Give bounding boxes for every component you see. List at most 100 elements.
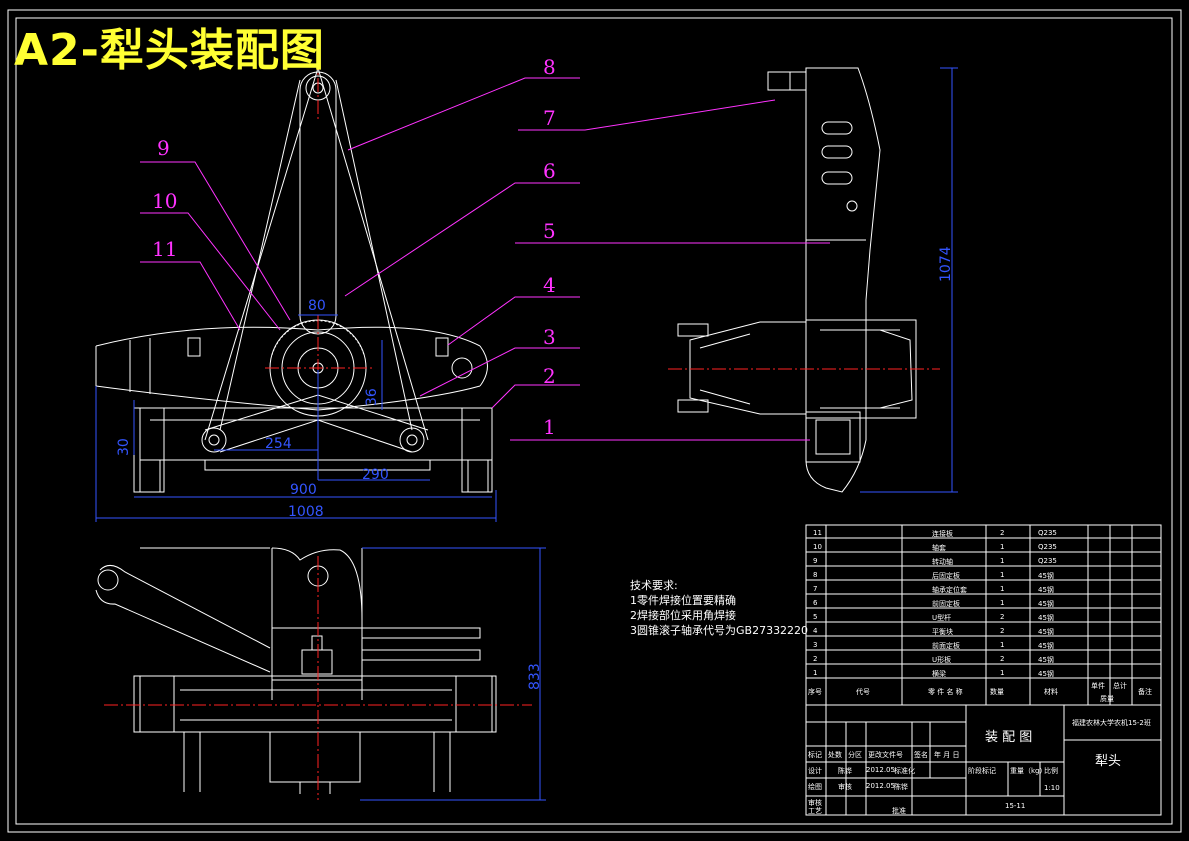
dimension-290: 290: [362, 467, 389, 483]
title-block-count: 处数: [828, 751, 842, 759]
title-block-change-doc: 更改文件号: [868, 751, 903, 759]
side-view: [677, 67, 917, 493]
callout-2: 2: [543, 364, 556, 388]
callout-4: 4: [543, 273, 556, 297]
dimension-254: 254: [265, 436, 292, 452]
title-block-process: 工艺: [808, 807, 822, 815]
technical-notes: 技术要求: 1零件焊接位置要精确 2焊接部位采用角焊接 3圆锥滚子轴承代号为GB…: [630, 578, 808, 638]
header-weight-single: 单件: [1091, 682, 1105, 690]
row-qty: 1: [1000, 641, 1005, 649]
title-block-sign: 签名: [914, 751, 928, 759]
top-center-lines: [104, 556, 532, 800]
row-qty: 2: [1000, 655, 1005, 663]
callout-10: 10: [152, 189, 178, 213]
callout-5: 5: [543, 219, 556, 243]
row-material: 45钢: [1038, 670, 1054, 678]
row-name: 轴套: [932, 544, 946, 552]
dimension-1074: 1074: [938, 246, 954, 282]
row-name: U型杆: [932, 614, 952, 622]
row-qty: 1: [1000, 557, 1005, 565]
dimension-833: 833: [527, 663, 543, 690]
callout-1: 1: [543, 415, 556, 439]
top-view: [95, 547, 497, 794]
row-name: 连接板: [932, 530, 953, 538]
row-qty: 2: [1000, 627, 1005, 635]
row-qty: 1: [1000, 543, 1005, 551]
row-name: 后固定板: [932, 572, 960, 580]
title-block-check: 审核: [838, 783, 852, 791]
callout-11: 11: [152, 237, 178, 261]
dimension-lines: [95, 67, 958, 801]
row-name: 平衡块: [932, 628, 953, 636]
row-material: 45钢: [1038, 600, 1054, 608]
front-center-lines: [265, 56, 372, 410]
title-block-mark: 标记: [808, 751, 822, 759]
row-qty: 2: [1000, 529, 1005, 537]
title-block-stage: 阶段标记: [968, 767, 996, 775]
dimension-80: 80: [308, 298, 326, 314]
row-no: 6: [813, 599, 818, 607]
row-name: 前面定板: [932, 642, 960, 650]
row-name: U形板: [932, 656, 952, 664]
title-block-ratio: 1:10: [1044, 784, 1060, 792]
title-block-zone: 分区: [848, 751, 862, 759]
row-name: 前固定板: [932, 600, 960, 608]
callout-8: 8: [543, 55, 556, 79]
row-material: Q235: [1038, 529, 1057, 537]
row-material: 45钢: [1038, 572, 1054, 580]
callout-6: 6: [543, 159, 556, 183]
header-weight-total: 总计: [1113, 682, 1127, 690]
notes-line-3: 3圆锥滚子轴承代号为GB27332220: [630, 624, 809, 637]
header-code: 代号: [856, 688, 870, 696]
callout-9: 9: [157, 136, 170, 160]
header-no: 序号: [808, 688, 822, 696]
row-no: 10: [813, 543, 822, 551]
dimension-30: 30: [116, 438, 132, 456]
notes-line-1: 1零件焊接位置要精确: [630, 594, 736, 607]
row-material: 45钢: [1038, 656, 1054, 664]
row-no: 1: [813, 669, 818, 677]
drawing-title: A2-犁头装配图: [14, 25, 325, 76]
header-qty: 数量: [990, 688, 1004, 696]
callout-7: 7: [543, 106, 556, 130]
dimension-36: 36: [364, 388, 380, 406]
title-block-design-date: 2012.05: [866, 766, 895, 774]
title-block-ratio-label: 比例: [1044, 767, 1058, 775]
notes-heading: 技术要求:: [630, 579, 678, 592]
title-block-school: 福建农林大学农机15-2班: [1072, 719, 1151, 727]
title-block-mass: 重量（kg）: [1010, 767, 1047, 775]
title-block-drafting: 绘图: [808, 783, 822, 791]
row-material: 45钢: [1038, 642, 1054, 650]
row-qty: 1: [1000, 571, 1005, 579]
row-no: 7: [813, 585, 818, 593]
front-view: [95, 67, 493, 493]
row-name: 转动轴: [932, 558, 953, 566]
header-remark: 备注: [1138, 688, 1152, 696]
row-no: 2: [813, 655, 818, 663]
row-qty: 1: [1000, 599, 1005, 607]
title-block-approve: 批准: [892, 807, 906, 815]
row-no: 4: [813, 627, 818, 635]
row-name: 轴承定位套: [932, 586, 967, 594]
title-block-designer: 陈铧: [838, 767, 852, 775]
title-block-sheet: 15-11: [1005, 802, 1026, 810]
row-no: 11: [813, 529, 822, 537]
row-qty: 2: [1000, 613, 1005, 621]
dimension-900: 900: [290, 482, 317, 498]
parts-table: [805, 524, 1162, 816]
callout-3: 3: [543, 325, 556, 349]
title-block-date: 年 月 日: [934, 751, 960, 759]
title-block-assembly: 装 配 图: [985, 730, 1033, 745]
row-material: Q235: [1038, 557, 1057, 565]
title-block-standard: 标准化: [894, 767, 915, 775]
header-weight: 质量: [1100, 695, 1114, 703]
title-block-drafter: 陈铧: [894, 783, 908, 791]
dimension-1008: 1008: [288, 504, 324, 520]
title-block-draft-date: 2012.05: [866, 782, 895, 790]
row-no: 5: [813, 613, 818, 621]
header-material: 材料: [1044, 688, 1058, 696]
row-no: 3: [813, 641, 818, 649]
row-qty: 1: [1000, 669, 1005, 677]
row-material: 45钢: [1038, 586, 1054, 594]
